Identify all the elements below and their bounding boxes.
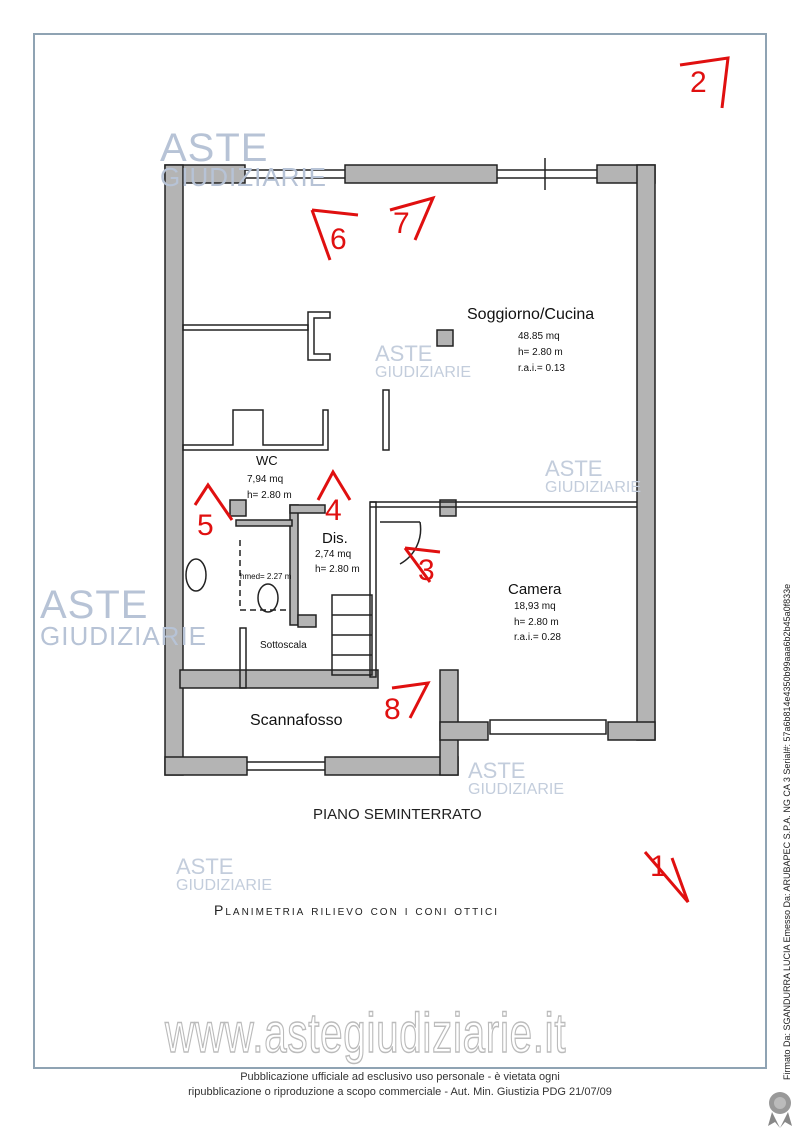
room-height: h= 2.80 m: [247, 490, 292, 501]
pillar: [436, 329, 454, 347]
wall: [344, 164, 498, 184]
room-height: h= 2.80 m: [518, 347, 563, 358]
room-area: 7,94 mq: [247, 474, 284, 485]
room-height: h= 2.80 m: [514, 617, 559, 628]
pillar: [439, 499, 457, 517]
cone-number: 2: [690, 66, 707, 99]
wall: [179, 669, 379, 689]
room-height: h= 2.80 m: [315, 564, 360, 575]
plan-title: Planimetria rilievo con i coni ottici: [214, 902, 500, 918]
wall: [235, 519, 293, 527]
wall: [439, 721, 489, 741]
cone-number: 6: [330, 223, 347, 256]
room-area: 2,74 mq: [315, 549, 352, 560]
view-cones: [193, 56, 730, 903]
watermark-site: www.astegiudiziarie.it: [164, 1000, 567, 1065]
wall: [636, 164, 656, 741]
digital-signature: Firmato Da: SGANDURRA LUCIA Emesso Da: A…: [782, 583, 792, 1080]
room-height: hmed= 2.27 m: [240, 572, 292, 581]
room-name: Camera: [508, 581, 562, 598]
footer-line-1: Pubblicazione ufficiale ad esclusivo uso…: [240, 1071, 560, 1083]
walls: [164, 164, 656, 776]
pillar: [229, 499, 247, 517]
wall: [324, 756, 459, 776]
wall: [289, 504, 326, 514]
cone-number: 7: [393, 207, 410, 240]
room-name: Sottoscala: [260, 640, 307, 651]
wall: [297, 614, 317, 628]
room-name: Scannafosso: [250, 712, 343, 729]
room-area: 18,93 mq: [514, 601, 556, 612]
footer-line-2: ripubblicazione o riproduzione a scopo c…: [188, 1086, 612, 1098]
room-name: Dis.: [322, 530, 348, 547]
room-name: Soggiorno/Cucina: [467, 306, 595, 323]
cone-number: 4: [325, 494, 342, 527]
cone-number: 5: [197, 509, 214, 542]
floor-title: PIANO SEMINTERRATO: [313, 806, 482, 823]
room-area: 48.85 mq: [518, 331, 560, 342]
room-rai: r.a.i.= 0.13: [518, 363, 565, 374]
cone-number: 3: [418, 554, 435, 587]
room-rai: r.a.i.= 0.28: [514, 632, 561, 643]
room-name: WC: [256, 453, 278, 468]
cone-number: 1: [650, 850, 667, 883]
wall: [607, 721, 656, 741]
wall: [164, 756, 248, 776]
cone-number: 8: [384, 693, 401, 726]
page-frame: [33, 33, 767, 1069]
